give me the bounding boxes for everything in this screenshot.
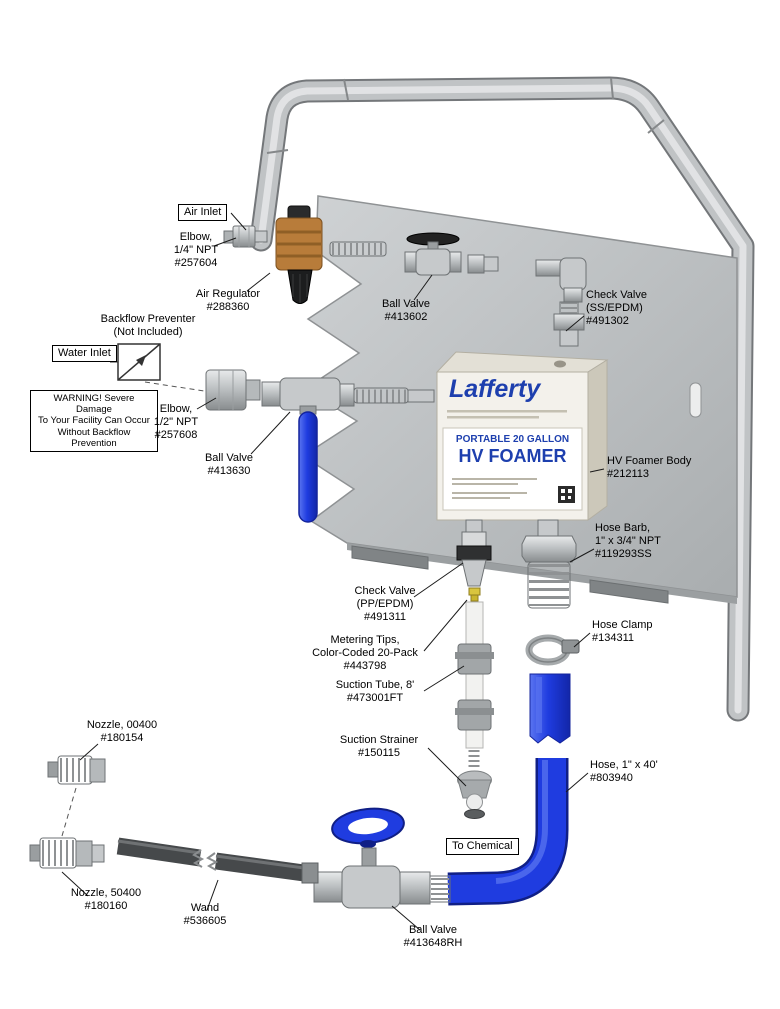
water-elbow-graphic [205, 369, 261, 411]
air-ball-valve-graphic [404, 232, 462, 276]
suction-tube-graphic [455, 601, 494, 749]
backflow-preventer-symbol [110, 343, 161, 381]
water-nipple-graphic [353, 387, 435, 404]
callout-wand: Wand #536605 [183, 902, 227, 927]
blue-valve-lever [298, 411, 318, 523]
callout-check-valve-pp: Check Valve (PP/EPDM) #491311 [354, 585, 416, 623]
callout-air-inlet: Air Inlet [178, 204, 228, 221]
callout-elbow-half-npt: Elbow, 1/2" NPT #257608 [153, 403, 199, 441]
air-nipple-graphic [329, 241, 387, 257]
callout-backflow-warning: WARNING! Severe Damage To Your Facility … [30, 390, 158, 453]
wand-graphic [116, 837, 319, 884]
callout-ball-valve-413630: Ball Valve #413630 [204, 452, 254, 477]
box-label-hv-foamer: HV FOAMER [458, 446, 567, 466]
callout-suction-strainer: Suction Strainer #150115 [339, 734, 419, 759]
handle-tube [249, 76, 755, 722]
callout-hose-barb: Hose Barb, 1" x 3/4" NPT #119293SS [595, 522, 661, 560]
check-valve-ss-graphic [553, 301, 585, 347]
blue-round-handle [331, 807, 405, 848]
callout-to-chemical: To Chemical [446, 838, 519, 855]
hose-end-fitting-graphic [429, 875, 451, 903]
callout-hv-foamer-body: HV Foamer Body #212113 [607, 455, 692, 480]
callout-ball-valve-413648rh: Ball Valve #413648RH [403, 924, 463, 949]
lafferty-logo: Lafferty [449, 375, 541, 403]
ball-valve-rh-graphic [313, 807, 431, 909]
nozzle-00400-graphic [47, 755, 106, 785]
callout-elbow-quarter-npt: Elbow, 1/4" NPT #257604 [173, 231, 219, 269]
suction-strainer-graphic [457, 750, 492, 819]
callout-check-valve-ss: Check Valve (SS/EPDM) #491302 [586, 289, 647, 327]
callout-hose: Hose, 1" x 40' #803940 [590, 759, 658, 784]
callout-water-inlet: Water Inlet [52, 345, 117, 362]
hose-lower-graphic [447, 758, 569, 906]
callout-metering-tips: Metering Tips, Color-Coded 20-Pack #4437… [312, 634, 418, 672]
metering-tip-graphic [468, 587, 481, 602]
dashed-assembly-lines [61, 381, 205, 837]
air-coupler-graphic [467, 254, 499, 274]
check-valve-pp-graphic [456, 519, 492, 587]
leader-lines [61, 212, 605, 931]
callout-air-regulator: Air Regulator #288360 [195, 288, 261, 313]
callout-hose-clamp: Hose Clamp #134311 [592, 619, 653, 644]
foamer-box-graphic [435, 351, 609, 521]
hose-barb-graphic [521, 519, 577, 609]
callout-nozzle-50400: Nozzle, 50400 #180160 [70, 887, 142, 912]
callout-suction-tube: Suction Tube, 8' #473001FT [335, 679, 415, 704]
callout-backflow-preventer: Backflow Preventer (Not Included) [100, 313, 196, 338]
box-label-portable: PORTABLE 20 GALLON [455, 434, 570, 445]
air-regulator-graphic [275, 205, 323, 304]
hose-clamp-graphic [525, 634, 580, 666]
air-street-elbow-graphic [535, 257, 587, 303]
callout-ball-valve-413602: Ball Valve #413602 [381, 298, 431, 323]
hose-upper-graphic [529, 673, 571, 744]
air-inlet-elbow-graphic [223, 225, 268, 248]
callout-nozzle-00400: Nozzle, 00400 #180154 [86, 719, 158, 744]
nozzle-50400-graphic [29, 837, 105, 869]
